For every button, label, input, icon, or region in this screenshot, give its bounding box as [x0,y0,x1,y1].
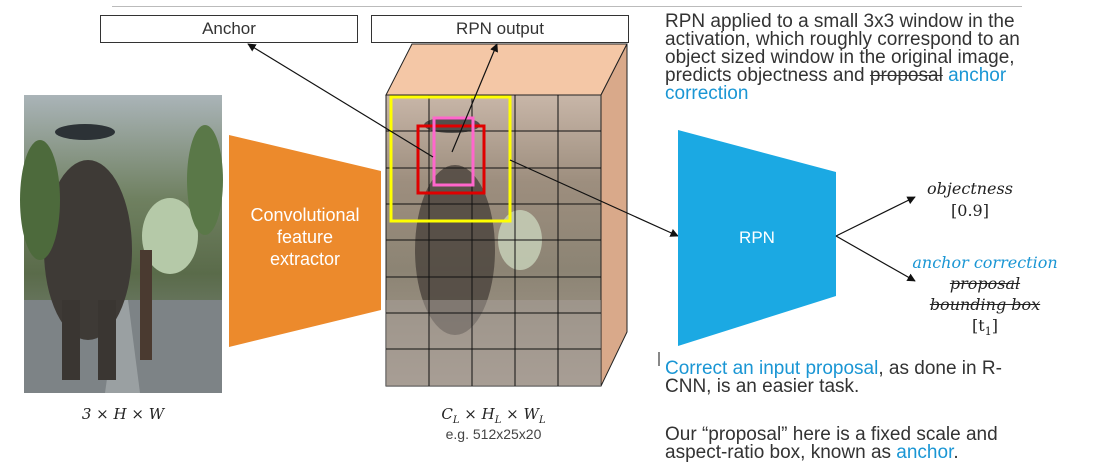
extractor-line-3: extractor [269,249,341,269]
anchor-correction-label: anchor correction [912,253,1058,272]
rpn-output-arrow [451,43,498,153]
rpn-output-label: RPN output [456,19,544,38]
rpn-output-label-box: RPN output [371,15,629,43]
top-divider [112,6,1022,7]
extractor-line-1: Convolutional [250,205,360,225]
activation-grid [386,95,601,386]
note1-line-2: CNN, is an easier task. [665,376,860,397]
input-image [20,95,223,393]
desc-line-1: RPN applied to a small 3x3 window in the [665,11,1015,32]
input-dims: 3 × H × W [81,405,165,423]
note1-rest: , as done in R- [878,358,1002,379]
t1-sub: 1 [984,325,992,339]
anchor-label: Anchor [202,19,256,38]
anchor-box-red [416,124,486,195]
desc-line-5: correction [665,83,749,104]
extractor-line-2: feature [276,227,334,247]
bbox-strike-label: bounding box [929,295,1041,314]
note2-line-2a: aspect-ratio box, known as [665,442,897,463]
anchor-label-box: Anchor [100,15,358,43]
desc-line-3: object sized window in the original imag… [665,47,1015,68]
rpn-trapezoid [678,130,836,346]
desc-line-2: activation, which roughly correspond to … [665,29,1020,50]
note-anchor-definition: Our “proposal” here is a fixed scale and… [665,424,1095,463]
desc-strike-proposal: proposal [869,65,943,86]
desc-line-4a: predicts objectness and [665,65,870,86]
t1-value: [t1] [890,315,1080,342]
feature-extractor-trapezoid [229,135,381,347]
correction-output: anchor correction proposal bounding box … [890,252,1080,342]
desc-anchor-word: anchor [942,65,1007,86]
activation-dims-formula: CL × HL × WL [441,405,546,426]
correction-arrow [835,235,916,282]
activation-dims: CL × HL × WL e.g. 512x25x20 [386,405,601,442]
activation-example: e.g. 512x25x20 [445,426,542,442]
rpn-label: RPN [739,228,775,247]
note2-line-1: Our “proposal” here is a fixed scale and [665,424,998,445]
window-to-rpn-arrow [509,159,679,237]
anchor-arrow [247,43,434,158]
note2-line-2: aspect-ratio box, known as anchor. [665,442,1095,463]
proposal-box-pink [432,116,475,187]
activation-cube [385,43,628,387]
note1-blue: Correct an input proposal [665,358,879,379]
objectness-arrow [835,196,916,237]
window-3x3-yellow [389,95,512,223]
proposal-strike-label: proposal [949,274,1021,293]
objectness-label: objectness [927,179,1013,198]
rpn-description: RPN applied to a small 3x3 window in the… [665,11,1095,104]
note-correct-proposal: Correct an input proposal, as done in R-… [665,358,1095,397]
extractor-label: Convolutional feature extractor [229,204,381,270]
t1-close: ] [991,316,998,335]
note2-end: . [953,442,959,463]
note1-line-1: Correct an input proposal, as done in R- [665,358,1095,379]
objectness-output: objectness [0.9] [905,178,1035,222]
objectness-value: [0.9] [951,201,989,220]
note2-anchor: anchor [896,442,954,463]
desc-line-4: predicts objectness and proposal anchor [665,65,1095,86]
t1-base: [t [972,316,985,335]
